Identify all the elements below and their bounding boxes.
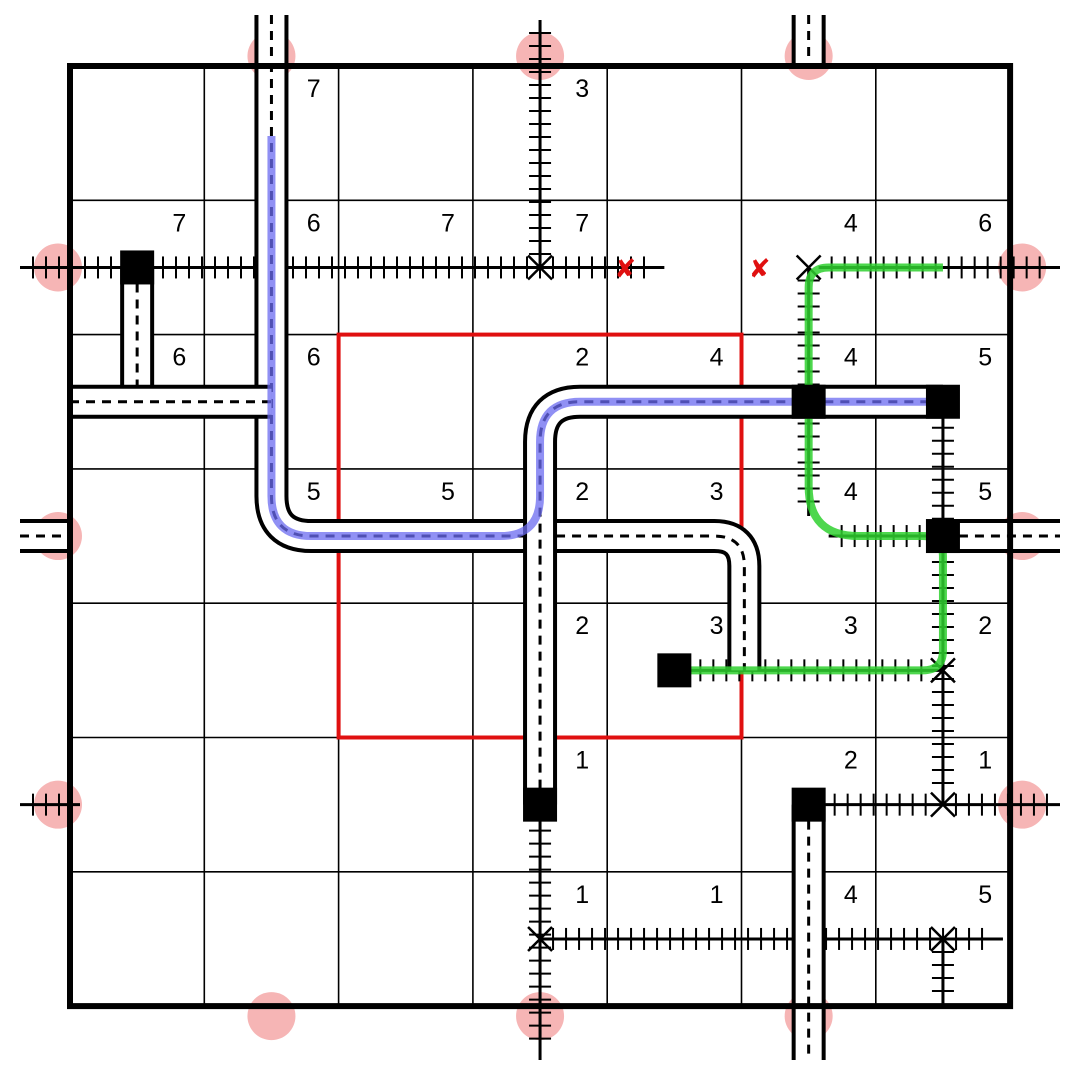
cell-number: 3 <box>710 478 724 506</box>
cell-number: 5 <box>978 344 992 372</box>
cell-number: 6 <box>172 344 186 372</box>
cell-number: 4 <box>844 344 858 372</box>
cell-number: 1 <box>575 747 589 775</box>
cell-number: 6 <box>307 344 321 372</box>
cell-number: 2 <box>844 747 858 775</box>
cross-marks: ✘✘ <box>614 254 770 284</box>
stations <box>120 250 960 822</box>
exit-marker <box>247 992 296 1041</box>
cell-number: 7 <box>172 209 186 237</box>
cell-number: 4 <box>844 881 858 909</box>
station <box>657 653 692 688</box>
board-border <box>67 63 1014 1010</box>
drawn-paths <box>267 136 947 675</box>
cell-number: 5 <box>307 478 321 506</box>
cell-number: 4 <box>710 344 724 372</box>
cell-number: 2 <box>978 612 992 640</box>
road-segment <box>540 534 746 671</box>
cell-number: 6 <box>307 209 321 237</box>
cell-number: 4 <box>844 478 858 506</box>
station <box>791 384 826 419</box>
cross-mark: ✘ <box>749 254 771 284</box>
cell-number: 5 <box>978 881 992 909</box>
cell-number: 1 <box>978 747 992 775</box>
cell-number: 3 <box>575 75 589 103</box>
cell-numbers: 7 3 7 6 7 7 4 6 6 6 2 4 4 5 5 5 2 3 4 5 2 3 3 2 1 2 1 1 1 4 5 <box>172 75 992 909</box>
cell-number: 3 <box>844 612 858 640</box>
green-path <box>674 263 947 675</box>
cell-number: 7 <box>575 209 589 237</box>
station <box>925 519 960 554</box>
station <box>523 787 558 822</box>
cell-number: 3 <box>710 612 724 640</box>
cell-number: 6 <box>978 209 992 237</box>
station <box>925 384 960 419</box>
blue-path <box>267 136 943 541</box>
cell-number: 4 <box>844 209 858 237</box>
cross-mark: ✘ <box>614 254 636 284</box>
cell-number: 1 <box>710 881 724 909</box>
cell-number: 7 <box>441 209 455 237</box>
station <box>120 250 155 285</box>
cell-number: 5 <box>978 478 992 506</box>
station <box>791 787 826 822</box>
cell-number: 5 <box>441 478 455 506</box>
cell-number: 1 <box>575 881 589 909</box>
cell-number: 2 <box>575 478 589 506</box>
cell-number: 7 <box>307 75 321 103</box>
cell-number: 2 <box>575 612 589 640</box>
cell-number: 2 <box>575 344 589 372</box>
